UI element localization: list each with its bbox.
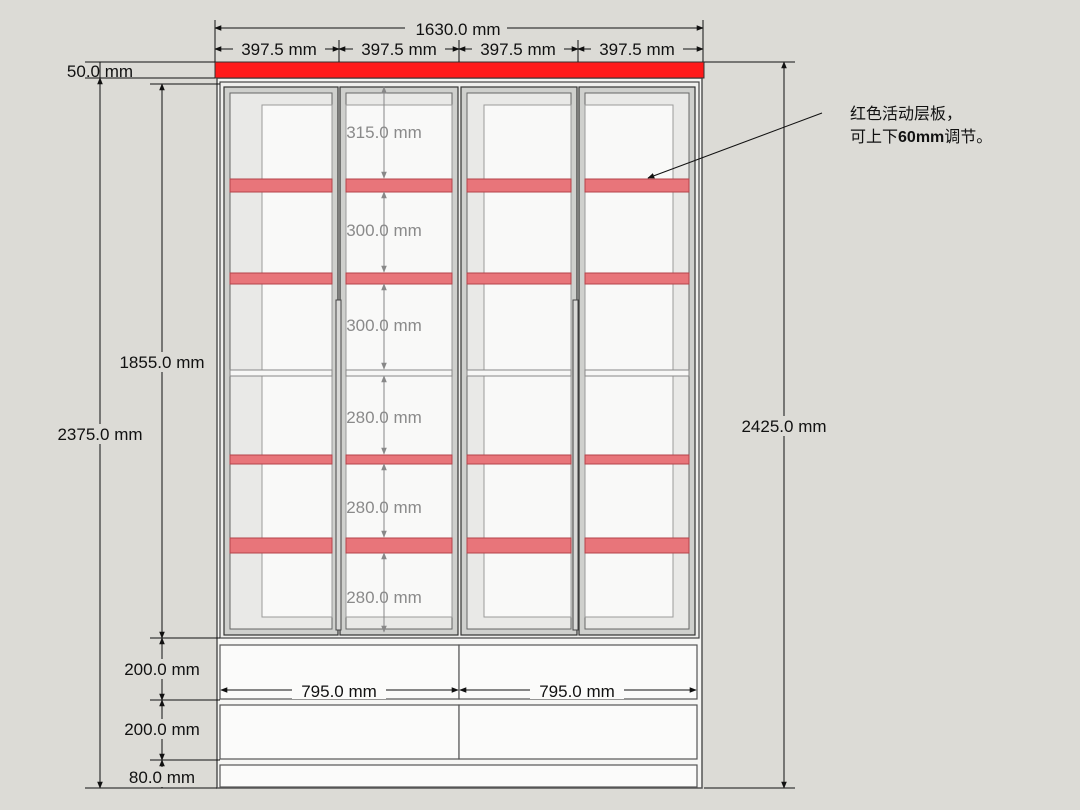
adjustable-shelves — [229, 178, 690, 554]
drawer-lower-label: 200.0 mm — [124, 720, 200, 739]
dimension-labels: 1630.0 mm 397.5 mm 397.5 mm 397.5 mm 397… — [52, 19, 832, 787]
shelf-row-3 — [229, 454, 690, 465]
right-total-label: 2425.0 mm — [741, 417, 826, 436]
shelf-spacing-label: 280.0 mm — [346, 408, 422, 427]
top-panel-label: 50.0 mm — [67, 62, 133, 81]
drawer-section — [219, 644, 698, 788]
drawer-width-label-left: 795.0 mm — [301, 682, 377, 701]
annotation-leader — [647, 112, 823, 179]
shelf-spacing-label: 315.0 mm — [346, 123, 422, 142]
overall-width-label: 1630.0 mm — [415, 20, 500, 39]
plinth — [219, 764, 698, 788]
shelf-row-1 — [229, 178, 690, 193]
door-width-label-2: 397.5 mm — [361, 40, 437, 59]
shelf-spacing-label: 280.0 mm — [346, 498, 422, 517]
door-width-label-4: 397.5 mm — [599, 40, 675, 59]
door-width-label-1: 397.5 mm — [241, 40, 317, 59]
plinth-label: 80.0 mm — [129, 768, 195, 787]
shelf-row-2 — [229, 272, 690, 285]
display-height-label: 1855.0 mm — [119, 353, 204, 372]
door-width-label-3: 397.5 mm — [480, 40, 556, 59]
door-handle-right — [572, 299, 579, 631]
left-total-label: 2375.0 mm — [57, 425, 142, 444]
drawer-upper-label: 200.0 mm — [124, 660, 200, 679]
shelf-spacing-labels: 315.0 mm 300.0 mm 300.0 mm 280.0 mm 280.… — [346, 123, 422, 607]
shelf-spacing-label: 300.0 mm — [346, 221, 422, 240]
door-handle-left — [335, 299, 342, 631]
annotation-line-1: 红色活动层板， — [850, 105, 962, 123]
drawer-width-label-right: 795.0 mm — [539, 682, 615, 701]
drawer-lower-right — [458, 704, 698, 760]
shelf-spacing-label: 280.0 mm — [346, 588, 422, 607]
fixed-shelf — [229, 369, 690, 377]
top-panel — [214, 61, 705, 79]
shelf-spacing-label: 300.0 mm — [346, 316, 422, 335]
annotation-line-2: 可上下60mm调节。 — [850, 128, 992, 146]
shelf-row-4 — [229, 537, 690, 554]
shelf-annotation: 红色活动层板， 可上下60mm调节。 — [850, 105, 992, 146]
drawer-lower-left — [219, 704, 460, 760]
